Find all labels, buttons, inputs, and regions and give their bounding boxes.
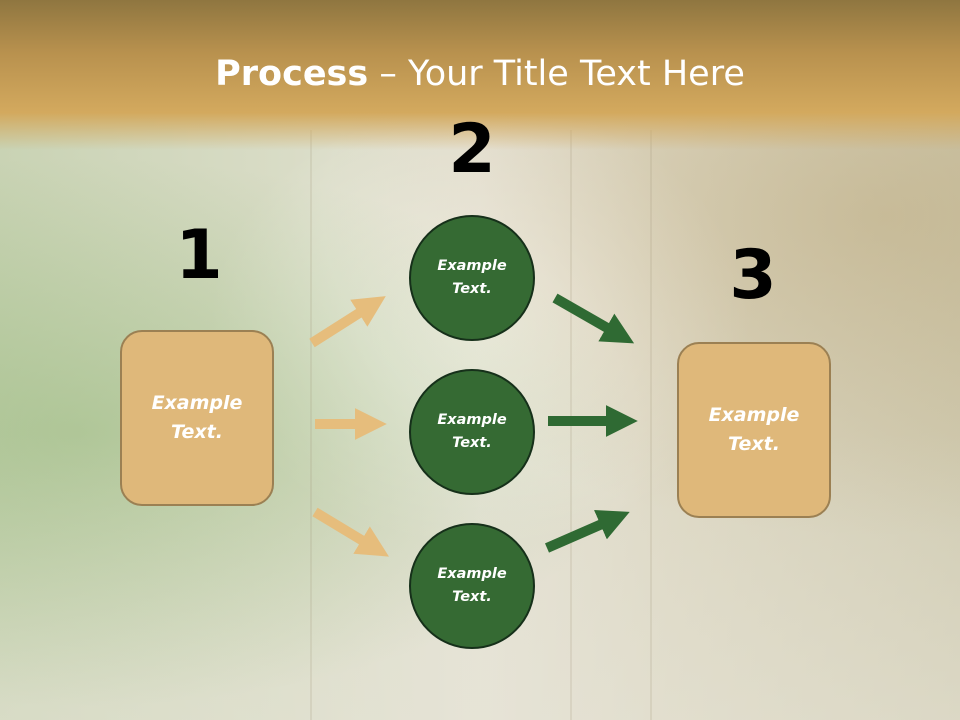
- circle-top: Example Text.: [409, 215, 535, 341]
- background-stripe: [310, 130, 312, 720]
- arrow-left-top: [309, 296, 386, 348]
- step-1-box: Example Text.: [120, 330, 274, 506]
- circle-middle: Example Text.: [409, 369, 535, 495]
- step-1-text: Example Text.: [151, 392, 243, 443]
- title-bold: Process: [215, 54, 369, 94]
- circle-bottom: Example Text.: [409, 523, 535, 649]
- title-rest: – Your Title Text Here: [368, 54, 745, 94]
- arrow-left-bottom: [312, 507, 389, 557]
- arrow-right-bottom: [544, 510, 630, 553]
- circle-middle-text: Example Text.: [437, 412, 507, 451]
- step-3-text: Example Text.: [708, 404, 800, 455]
- step-number-2: 2: [448, 110, 496, 189]
- circle-bottom-text: Example Text.: [437, 566, 507, 605]
- arrow-right-top: [552, 293, 635, 344]
- title-banner: [0, 0, 960, 150]
- background-stripe: [650, 130, 652, 720]
- slide-title: Process – Your Title Text Here: [0, 52, 960, 96]
- circle-top-text: Example Text.: [437, 258, 507, 297]
- step-number-3: 3: [729, 236, 777, 315]
- step-number-1: 1: [175, 216, 223, 295]
- step-3-box: Example Text.: [677, 342, 831, 518]
